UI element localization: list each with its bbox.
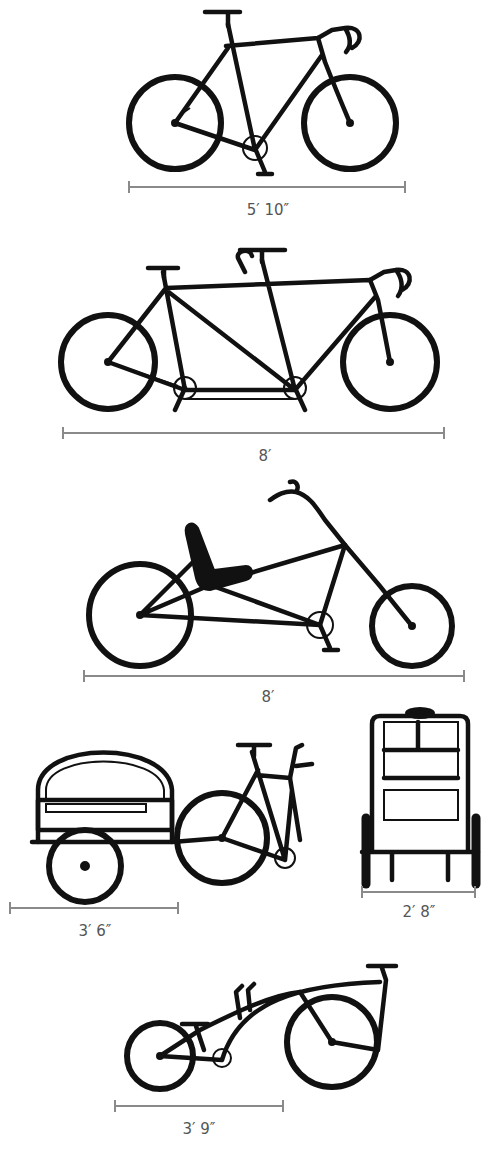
tag-along-bike <box>127 966 396 1089</box>
road-bike <box>129 12 396 174</box>
dimension-label: 8′ <box>262 688 275 706</box>
dimension-label: 5′ 10″ <box>247 201 289 219</box>
dimension-label: 8′ <box>259 447 272 465</box>
child-trailer <box>32 753 222 903</box>
dimension-label: 3′ 9″ <box>183 1120 216 1138</box>
trailer-rear-view <box>362 708 478 884</box>
recumbent-bike <box>89 482 452 666</box>
towing-bike <box>177 745 312 883</box>
tandem-bike <box>61 250 437 410</box>
dimension-label: 2′ 8″ <box>403 903 436 921</box>
dimension-label: 3′ 6″ <box>79 922 112 940</box>
